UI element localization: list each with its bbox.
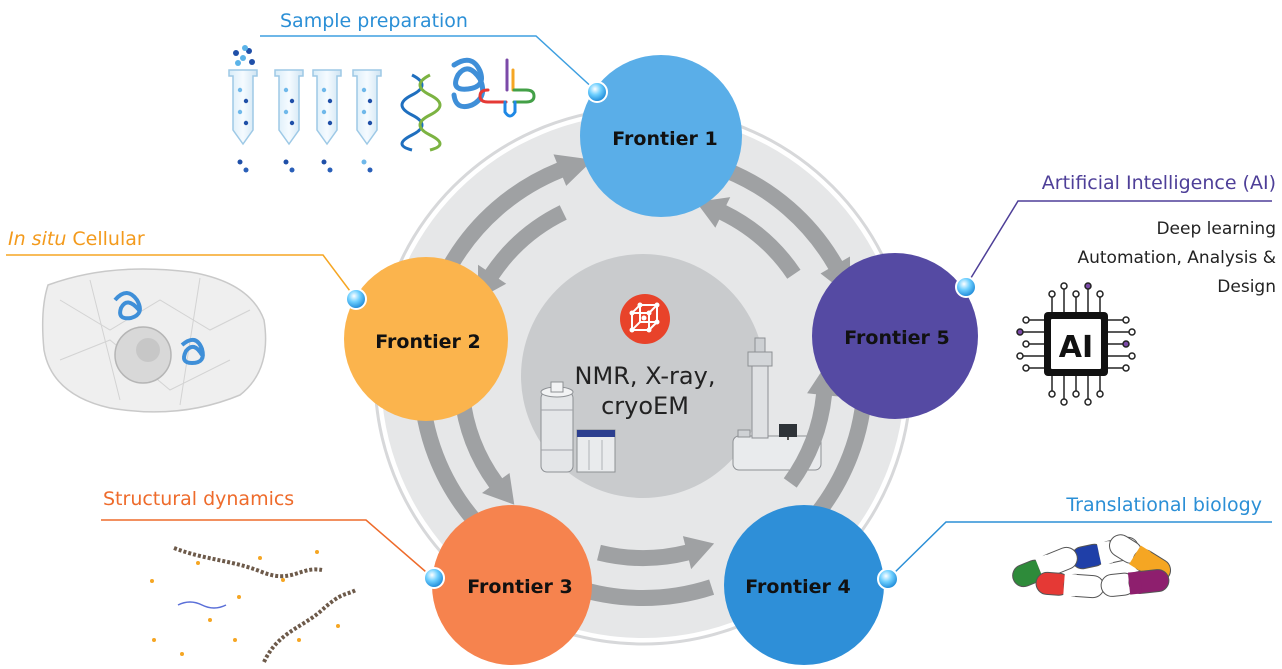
capsules-illustration [1012,534,1172,599]
arrow-f5-f4-a [788,383,873,544]
ai-dot [955,276,977,298]
structural-leader [101,519,434,579]
in-situ-leader [6,254,357,300]
dna-helix-icon [400,73,442,152]
translational-leader [888,521,1272,579]
structural-dot [423,567,445,589]
ai-line-3: Design [1217,277,1276,297]
column-2 [274,69,304,146]
capsule-purple [1100,569,1170,597]
ai-line-2: Automation, Analysis & [1077,248,1276,268]
dynamics-illustration [150,546,357,663]
nmr-spectrometer-icon [540,381,616,473]
arrow-f2-f1-a [443,154,594,269]
column-3 [312,69,342,146]
sample-prep-title: Sample preparation [280,10,468,32]
arrow-f1-f5-b [696,197,801,279]
frontier-3-node: Frontier 3 [432,505,592,665]
frontier-2-node: Frontier 2 [344,257,508,421]
frontier-2-label: Frontier 2 [375,331,480,353]
ai-leader [965,200,1272,287]
in-situ-dot [345,288,367,310]
arrow-f2-f1-b [478,205,567,300]
frontier-5-label: Frontier 5 [844,327,949,349]
center-title-line1: NMR, X-ray, [575,362,716,390]
protein-fold-icon [451,57,486,110]
ai-line-1: Deep learning [1156,219,1276,239]
frontier-4-node: Frontier 4 [724,505,884,665]
in-situ-title: In situ Cellular [8,228,145,250]
crystal-lattice-icon [620,294,670,344]
translational-dot [877,568,899,590]
frontier-5-node: Frontier 5 [812,253,978,419]
cell-illustration [41,268,267,413]
arrow-f4-f3-b [597,536,715,570]
translational-title: Translational biology [1065,494,1262,516]
structural-title: Structural dynamics [103,488,294,510]
sample-prep-illustration [228,45,536,173]
column-4 [352,69,382,146]
arrow-f3-f2-b [454,394,515,505]
column-1 [228,69,258,146]
ai-chip-icon: AI [1016,282,1136,406]
sample-prep-leader [260,35,597,92]
chromatography-columns-icon [228,69,382,173]
frontier-1-node: Frontier 1 [580,55,742,217]
sample-prep-dot [586,81,608,103]
frontier-3-label: Frontier 3 [467,576,572,598]
ai-title: Artificial Intelligence (AI) [1042,172,1276,194]
capsule-red [1035,571,1105,599]
falling-particles-icon [233,45,255,66]
capsule-yellow [1108,534,1172,582]
frontier-1-label: Frontier 1 [612,128,717,150]
arrow-f5-f4-b [783,366,841,488]
trna-icon [478,58,536,118]
frontier-4-label: Frontier 4 [745,576,850,598]
ai-chip-label: AI [1059,330,1093,365]
center-title-line2: cryoEM [601,392,689,420]
